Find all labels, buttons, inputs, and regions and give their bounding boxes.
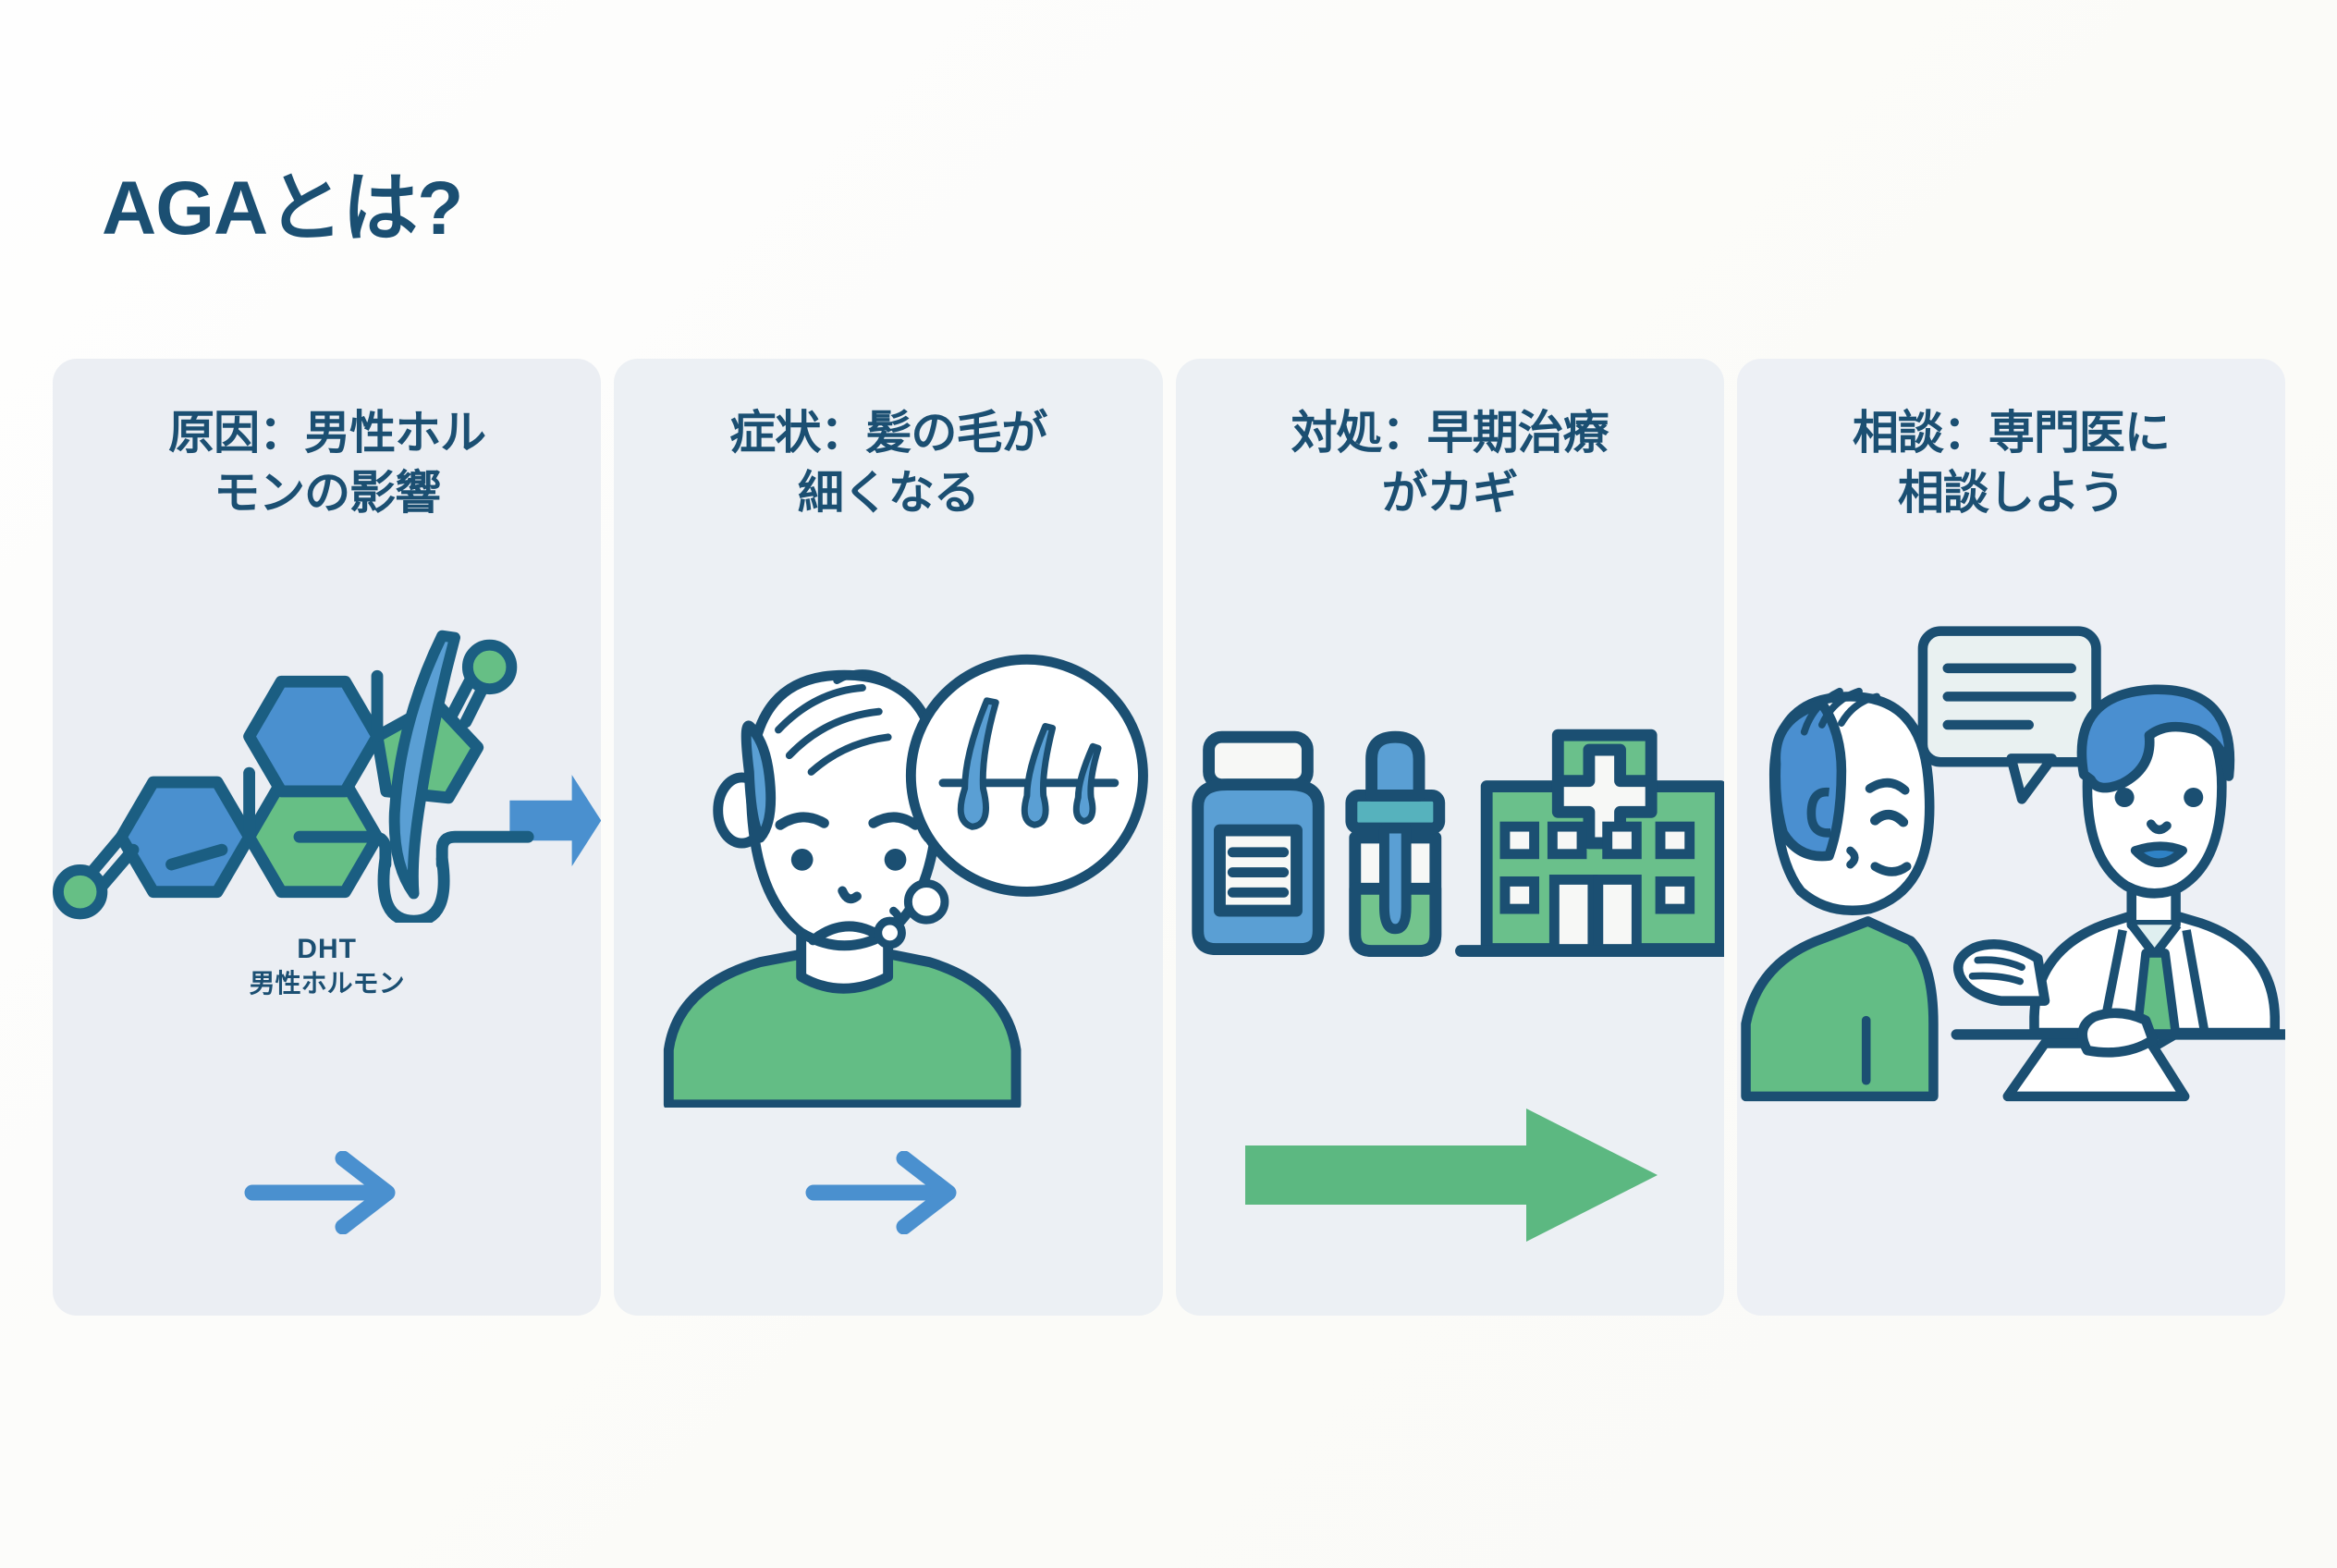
card-treatment-title-line2: がカギ bbox=[1381, 467, 1519, 519]
card-cause-title-line2: モンの影響 bbox=[214, 467, 441, 519]
card-treatment-title: 対処：早期治療 がカギ bbox=[1176, 403, 1724, 523]
card-cause: 原因：男性ホル モンの影響 bbox=[53, 359, 602, 1316]
page-title: AGAとは? bbox=[102, 166, 463, 251]
card-symptom-title-line2: 細くなる bbox=[797, 467, 980, 519]
arrow-right-icon bbox=[805, 1151, 957, 1234]
doctor-consultation-illustration bbox=[1737, 590, 2285, 1108]
card-symptom-title: 症状：髪の毛が 細くなる bbox=[614, 403, 1162, 523]
card-symptom-title-line1: 症状：髪の毛が bbox=[729, 407, 1047, 459]
green-block-arrow-icon bbox=[1245, 1109, 1658, 1242]
flow-arrow-slot-3 bbox=[1176, 1101, 1724, 1249]
card-row: 原因：男性ホル モンの影響 bbox=[53, 359, 2285, 1316]
card-consult-title-line1: 相談：専門医に bbox=[1852, 407, 2171, 459]
dht-caption-jp: 男性ホルモン bbox=[249, 968, 405, 998]
dht-caption: DHT 男性ホルモン bbox=[53, 932, 601, 999]
card-cause-title-line1: 原因：男性ホル bbox=[168, 407, 486, 459]
card-consult-title-line2: 相談しよう bbox=[1897, 467, 2125, 519]
flow-arrow-slot-2 bbox=[614, 1151, 1162, 1234]
card-treatment: 対処：早期治療 がカギ bbox=[1175, 359, 1724, 1316]
treatment-icons-illustration bbox=[1176, 682, 1724, 987]
worried-man-illustration bbox=[614, 590, 1162, 1108]
card-consult-title: 相談：専門医に 相談しよう bbox=[1737, 403, 2285, 523]
dht-caption-en: DHT bbox=[297, 934, 357, 964]
medicine-bottle-icon bbox=[1191, 730, 1325, 956]
arrow-right-icon bbox=[244, 1151, 396, 1234]
card-symptom: 症状：髪の毛が 細くなる bbox=[614, 359, 1163, 1316]
card-treatment-title-line1: 対処：早期治療 bbox=[1291, 407, 1609, 459]
flow-arrow-slot-1 bbox=[53, 1151, 601, 1234]
dht-molecule-illustration bbox=[53, 636, 602, 932]
card-consult: 相談：専門医に 相談しよう bbox=[1736, 359, 2285, 1316]
card-cause-title: 原因：男性ホル モンの影響 bbox=[53, 403, 601, 523]
